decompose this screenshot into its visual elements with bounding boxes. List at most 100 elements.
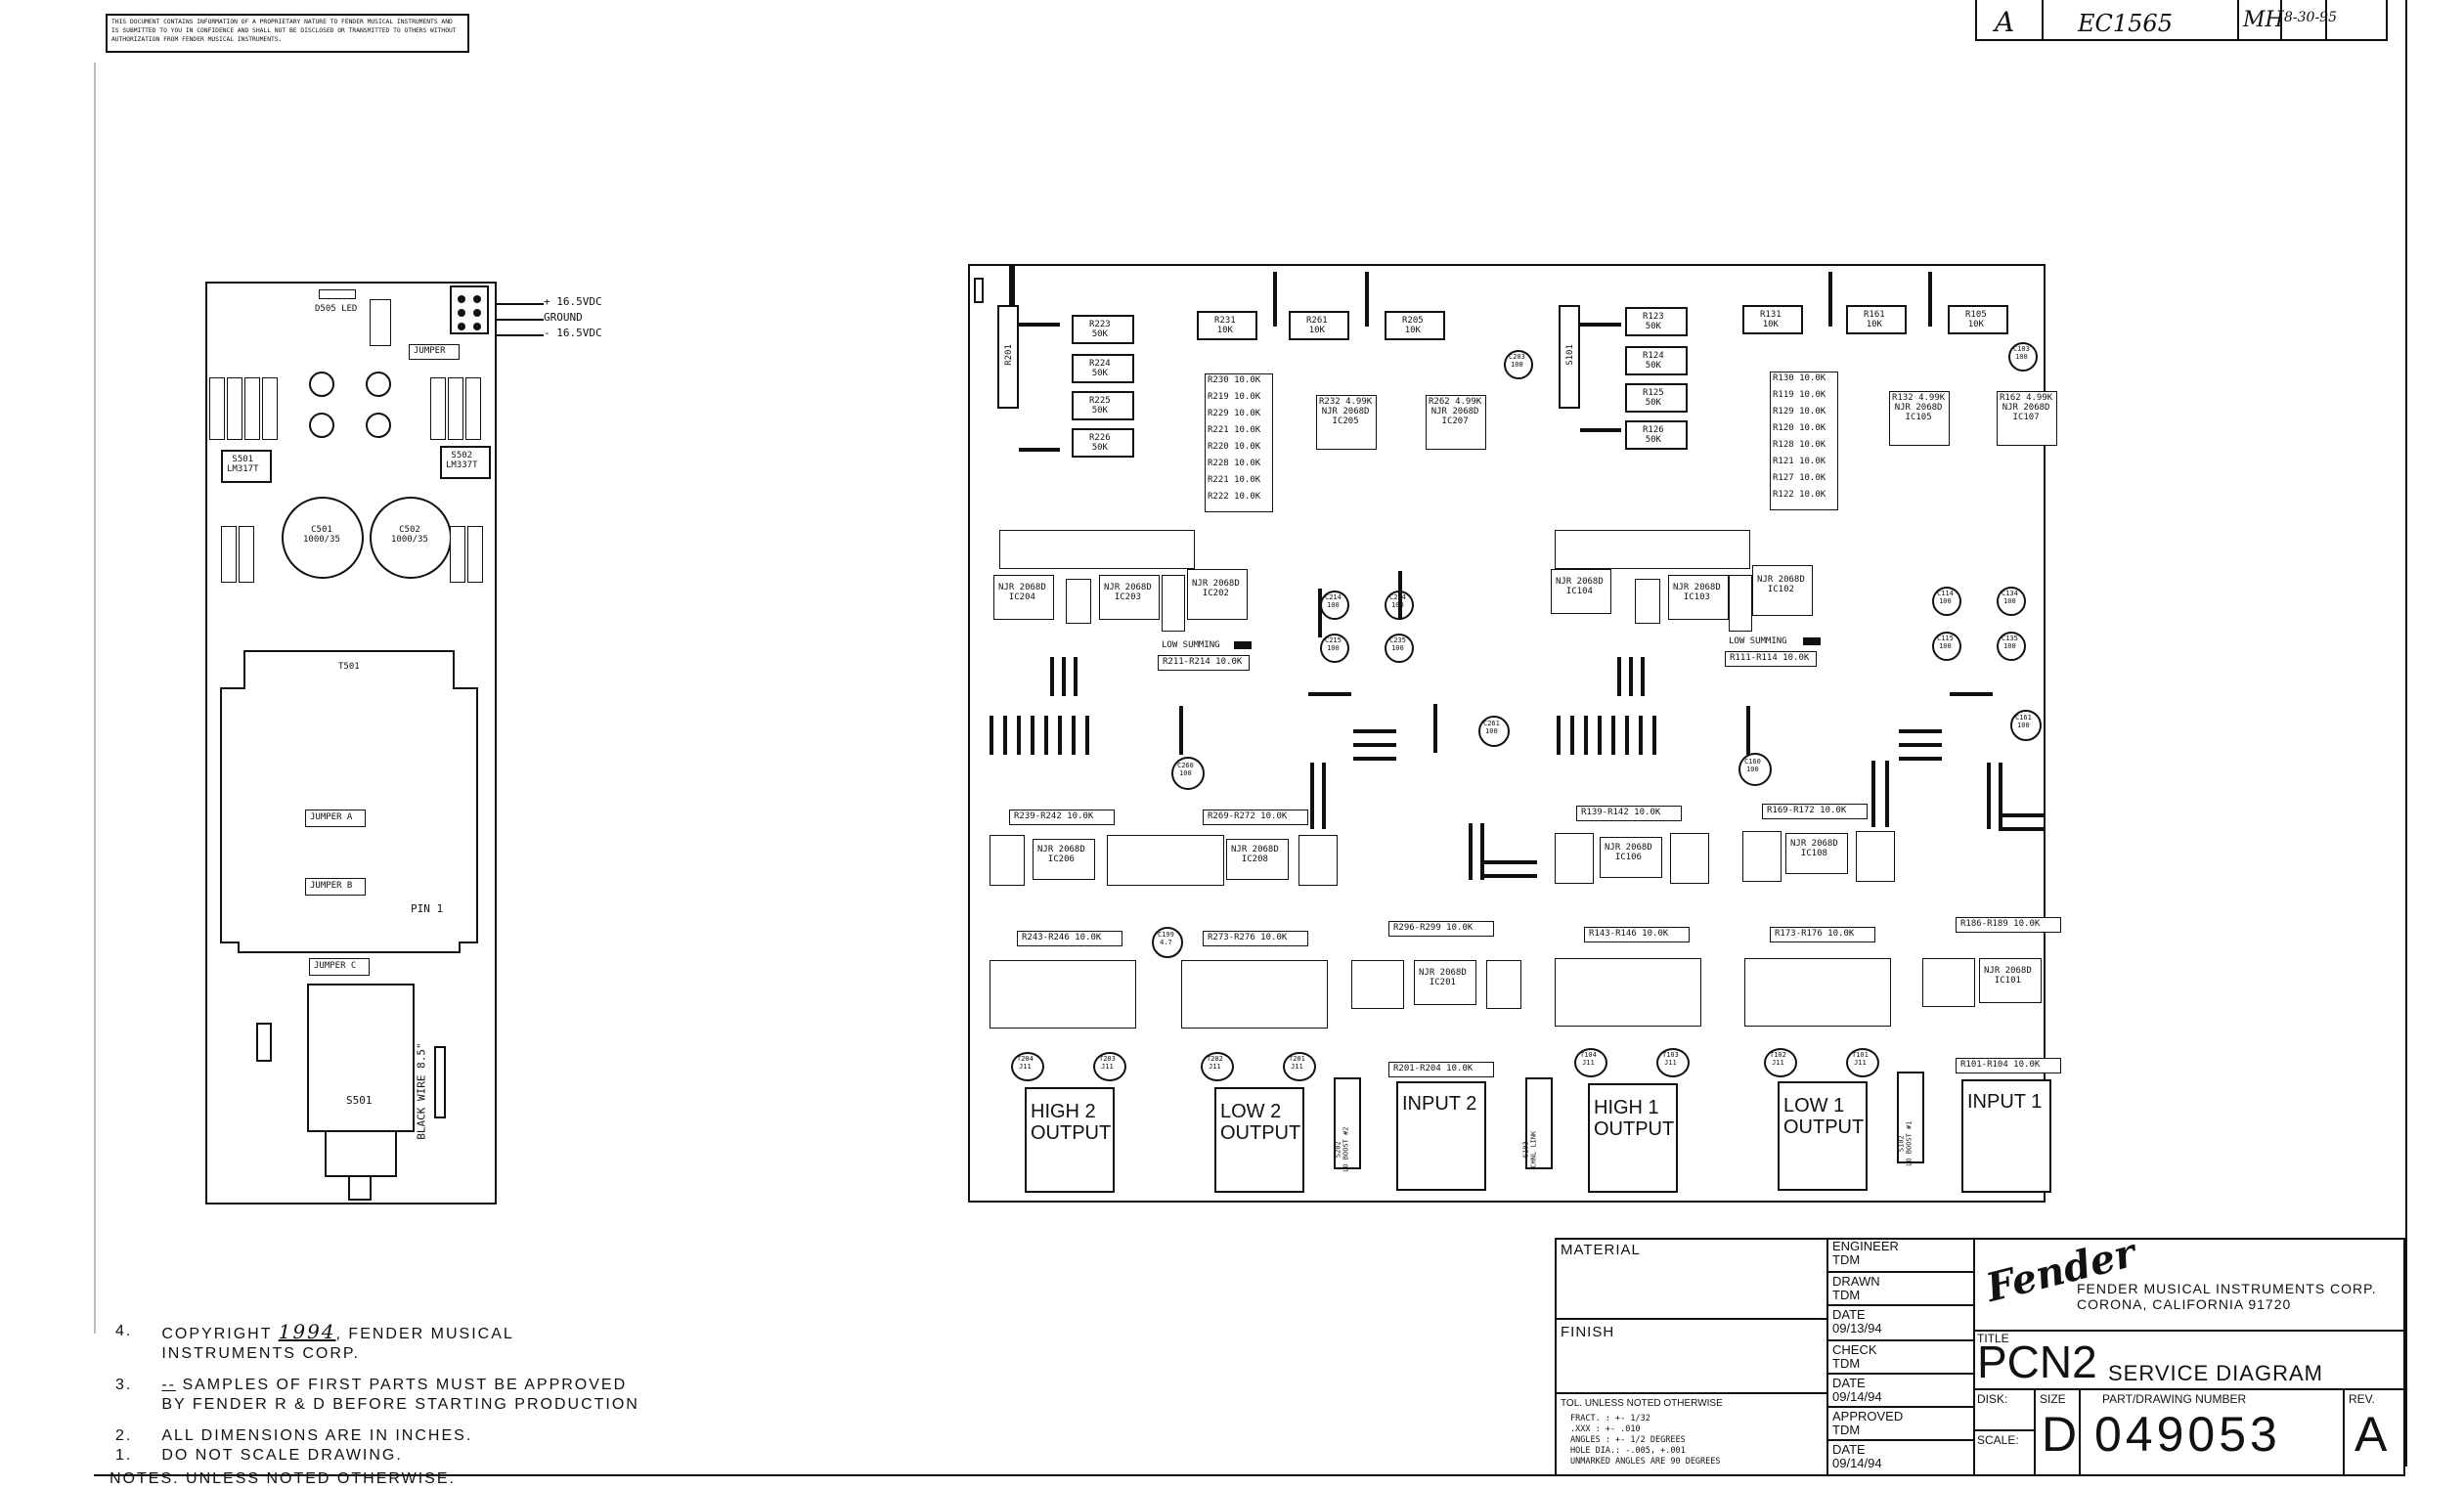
r124: R124 50K: [1625, 346, 1688, 375]
cap-block-low-201b: [1486, 960, 1521, 1009]
t501-transformer-outline: T501: [219, 649, 479, 954]
cap-block-108b: [1856, 831, 1895, 882]
ic203: NJR 2068D IC203: [1099, 575, 1160, 620]
d505-led: [319, 289, 356, 299]
ic202: NJR 2068D IC202: [1187, 569, 1248, 620]
r231: R231 10K: [1197, 311, 1257, 340]
d507-diode: [450, 526, 465, 583]
r131: R131 10K: [1742, 305, 1803, 334]
c505-cap: [309, 413, 334, 438]
company-address: CORONA, CALIFORNIA 91720: [2077, 1296, 2292, 1312]
r273-r276: R273-R276 10.0K: [1203, 931, 1308, 946]
check-value: TDM: [1832, 1356, 1861, 1371]
title-label: TITLE: [1977, 1332, 2009, 1345]
c103-cap: C103 100: [2008, 342, 2038, 372]
rev-letter: A: [1995, 6, 2015, 38]
c261-cap: C261 100: [1478, 716, 1510, 747]
d505-led-label: D505 LED: [315, 304, 358, 314]
ic102: NJR 2068D IC102: [1752, 565, 1813, 616]
drawing-title-sub: SERVICE DIAGRAM: [2108, 1361, 2323, 1385]
d503-diode: [227, 377, 242, 440]
date-value-1: 09/13/94: [1832, 1321, 1882, 1336]
t101: T101 J11: [1846, 1048, 1879, 1077]
minus-supply-label: - 16.5VDC: [544, 327, 602, 339]
c135-cap: C135 100: [1997, 632, 2026, 661]
disk-label: DISK:: [1977, 1392, 2008, 1406]
r215-r218: [1066, 579, 1091, 624]
input1-jack: INPUT 1: [1961, 1079, 2051, 1193]
ic208: NJR 2068D IC208: [1226, 839, 1289, 880]
r205: R205 10K: [1385, 311, 1445, 340]
t501-label: T501: [338, 662, 360, 672]
ic106: NJR 2068D IC106: [1600, 837, 1662, 878]
c215-cap: C215 100: [1320, 634, 1349, 663]
size-value: D: [2042, 1407, 2078, 1462]
ic207: R262 4.99K NJR 2068D IC207: [1426, 395, 1486, 450]
part-number-label: PART/DRAWING NUMBER: [2102, 1392, 2247, 1406]
s202-switch: S202 LO BOOST #2: [1334, 1077, 1361, 1172]
cap-block-106b: [1670, 833, 1709, 884]
sheet-bottom-border: [94, 1474, 2405, 1476]
rev-date: 8-30-95: [2284, 10, 2337, 25]
size-label: SIZE: [2040, 1392, 2066, 1406]
finish-label: FINISH: [1561, 1324, 1615, 1340]
c501-capacitor: C501 1000/35: [282, 497, 364, 579]
s101-pot: S101: [1559, 305, 1580, 409]
cap-block-low-mid: [1181, 960, 1328, 1029]
r126: R126 50K: [1625, 420, 1688, 450]
r225: R225 50K: [1072, 391, 1134, 420]
low1-output-jack: LOW 1 OUTPUT: [1778, 1081, 1868, 1191]
c203-cap: C203 100: [1504, 350, 1533, 379]
date-label-2: DATE: [1832, 1376, 1866, 1390]
ic101: NJR 2068D IC101: [1979, 958, 2042, 1003]
c503-cap: [309, 372, 334, 397]
drawing-title-main: PCN2: [1977, 1336, 2097, 1387]
low-summing-jumper-left: [1234, 641, 1252, 649]
s501-switch-bottom: [325, 1130, 397, 1177]
low-summing-left: LOW SUMMING: [1162, 640, 1220, 650]
drawn-value: TDM: [1832, 1288, 1861, 1302]
ic201: NJR 2068D IC201: [1414, 960, 1476, 1005]
r186-r189: R186-R189 10.0K: [1956, 917, 2061, 933]
jumper-top: JUMPER: [409, 344, 460, 360]
r125: R125 50K: [1625, 383, 1688, 413]
c506-cap: [366, 413, 391, 438]
r111-r114: R111-R114 10.0K: [1725, 651, 1817, 667]
cap-block-108: [1742, 831, 1782, 882]
t201: T201 J11: [1283, 1052, 1316, 1081]
r239-r242: R239-R242 10.0K: [1009, 810, 1115, 825]
cap-row-left: [999, 530, 1195, 569]
rev-value: A: [2354, 1407, 2388, 1462]
d502-diode: [430, 377, 446, 440]
cap-block-low-left: [990, 960, 1136, 1029]
r169-r172: R169-R172 10.0K: [1762, 804, 1868, 819]
pin1-label: PIN 1: [411, 902, 444, 915]
date-value-2: 09/14/94: [1832, 1389, 1882, 1404]
r115-r118: [1635, 579, 1660, 624]
title-block: MATERIAL FINISH TOL. UNLESS NOTED OTHERW…: [1555, 1230, 2405, 1476]
r501-resistor: [262, 377, 278, 440]
r161: R161 10K: [1846, 305, 1907, 334]
t204: T204 J11: [1011, 1052, 1044, 1081]
cap-block-206: [990, 835, 1025, 886]
main-pcb: R201 R223 50K R224 50K R225 50K R226 50K…: [968, 264, 2061, 1203]
d506-diode: [221, 526, 237, 583]
d501-diode: [244, 377, 260, 440]
r296-r299: R296-R299 10.0K: [1388, 921, 1494, 937]
ecn-number: EC1565: [2078, 10, 2173, 37]
cap-block-low-101: [1922, 958, 1975, 1007]
c260-cap: C260 100: [1171, 757, 1205, 790]
s501-switch-tab: [348, 1175, 372, 1201]
approved-value: TDM: [1832, 1423, 1861, 1437]
corner-connector: [974, 278, 984, 303]
r507-resistor: [209, 377, 225, 440]
tolerance-lines: FRACT. : +- 1/32 .XXX : +- .010 ANGLES :…: [1570, 1414, 1721, 1467]
r123: R123 50K: [1625, 307, 1688, 336]
d504-diode: [448, 377, 463, 440]
engineer-label: ENGINEER: [1832, 1239, 1899, 1253]
r223: R223 50K: [1072, 315, 1134, 344]
ic205: R232 4.99K NJR 2068D IC205: [1316, 395, 1377, 450]
r173-r176: R173-R176 10.0K: [1770, 927, 1875, 942]
t104: T104 J11: [1574, 1048, 1607, 1077]
